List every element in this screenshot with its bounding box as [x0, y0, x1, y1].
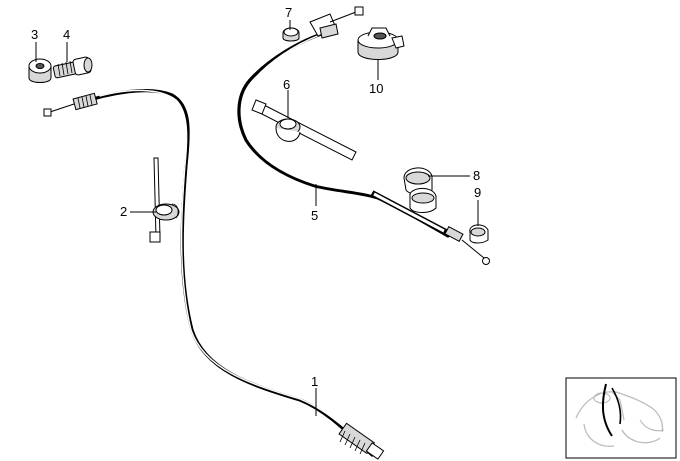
- clamp-part-9: [469, 224, 489, 244]
- cable-holder-part-10: [357, 27, 405, 60]
- clip-part-8: [403, 167, 437, 213]
- callout-10: 10: [369, 81, 383, 96]
- cable-part-5: [237, 6, 490, 265]
- cable-part-1: [43, 89, 385, 460]
- locator-thumbnail: [565, 377, 677, 459]
- callout-3: 3: [31, 27, 38, 42]
- callout-7: 7: [285, 5, 292, 20]
- callout-labels: 1 2 3 4 5 6 7 8 9 10: [31, 5, 481, 389]
- adjusting-screw-part-4: [52, 56, 93, 79]
- callout-4: 4: [63, 27, 70, 42]
- callout-9: 9: [474, 185, 481, 200]
- nut-part-3: [28, 58, 52, 83]
- callout-2: 2: [120, 204, 127, 219]
- leader-lines: [35, 20, 479, 416]
- callout-1: 1: [311, 374, 318, 389]
- callout-5: 5: [311, 208, 318, 223]
- callout-8: 8: [473, 168, 480, 183]
- clip-part-7: [282, 27, 300, 42]
- cable-tie-part-6: [251, 99, 357, 161]
- callout-6: 6: [283, 77, 290, 92]
- cable-tie-part-2: [149, 157, 180, 243]
